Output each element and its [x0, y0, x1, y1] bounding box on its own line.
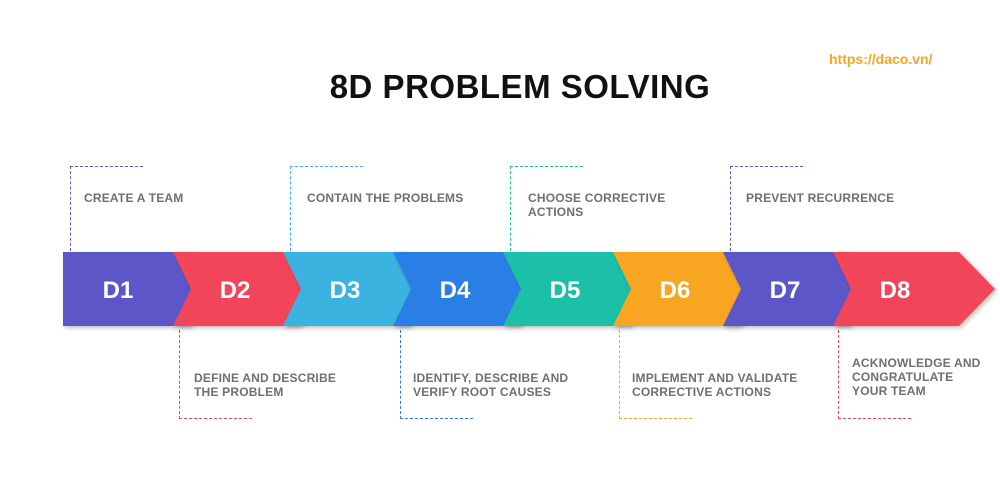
step-code-d4: D4	[440, 277, 471, 304]
page-title: 8D PROBLEM SOLVING	[329, 68, 711, 105]
step-code-d7: D7	[770, 277, 801, 304]
connector-d8	[838, 330, 911, 419]
source-url[interactable]: https://daco.vn/	[829, 51, 933, 67]
step-label-d7: PREVENT RECURRENCE	[746, 191, 895, 205]
step-label-d2: DEFINE AND DESCRIBE THE PROBLEM	[194, 371, 337, 399]
connector-d3	[290, 166, 363, 251]
step-code-d2: D2	[220, 277, 251, 304]
step-code-d1: D1	[103, 277, 134, 304]
step-label-d1: CREATE A TEAM	[84, 191, 184, 205]
step-label-d6: IMPLEMENT AND VALIDATE CORRECTIVE ACTION…	[632, 371, 798, 399]
step-label-d4: IDENTIFY, DESCRIBE AND VERIFY ROOT CAUSE…	[413, 371, 569, 399]
chevron-d8	[833, 252, 995, 326]
step-label-d5: CHOOSE CORRECTIVE ACTIONS	[528, 191, 666, 219]
connector-d5	[510, 166, 583, 251]
step-code-d3: D3	[330, 277, 361, 304]
connector-d2	[179, 330, 252, 419]
step-code-d6: D6	[660, 277, 691, 304]
connector-d6	[619, 330, 692, 419]
step-code-d5: D5	[550, 277, 581, 304]
step-label-d8: ACKNOWLEDGE AND CONGRATULATE YOUR TEAM	[852, 356, 981, 398]
step-label-d3: CONTAIN THE PROBLEMS	[307, 191, 464, 205]
connector-d1	[70, 166, 143, 251]
step-code-d8: D8	[880, 277, 911, 304]
connector-d7	[730, 166, 803, 251]
connector-d4	[400, 330, 473, 419]
